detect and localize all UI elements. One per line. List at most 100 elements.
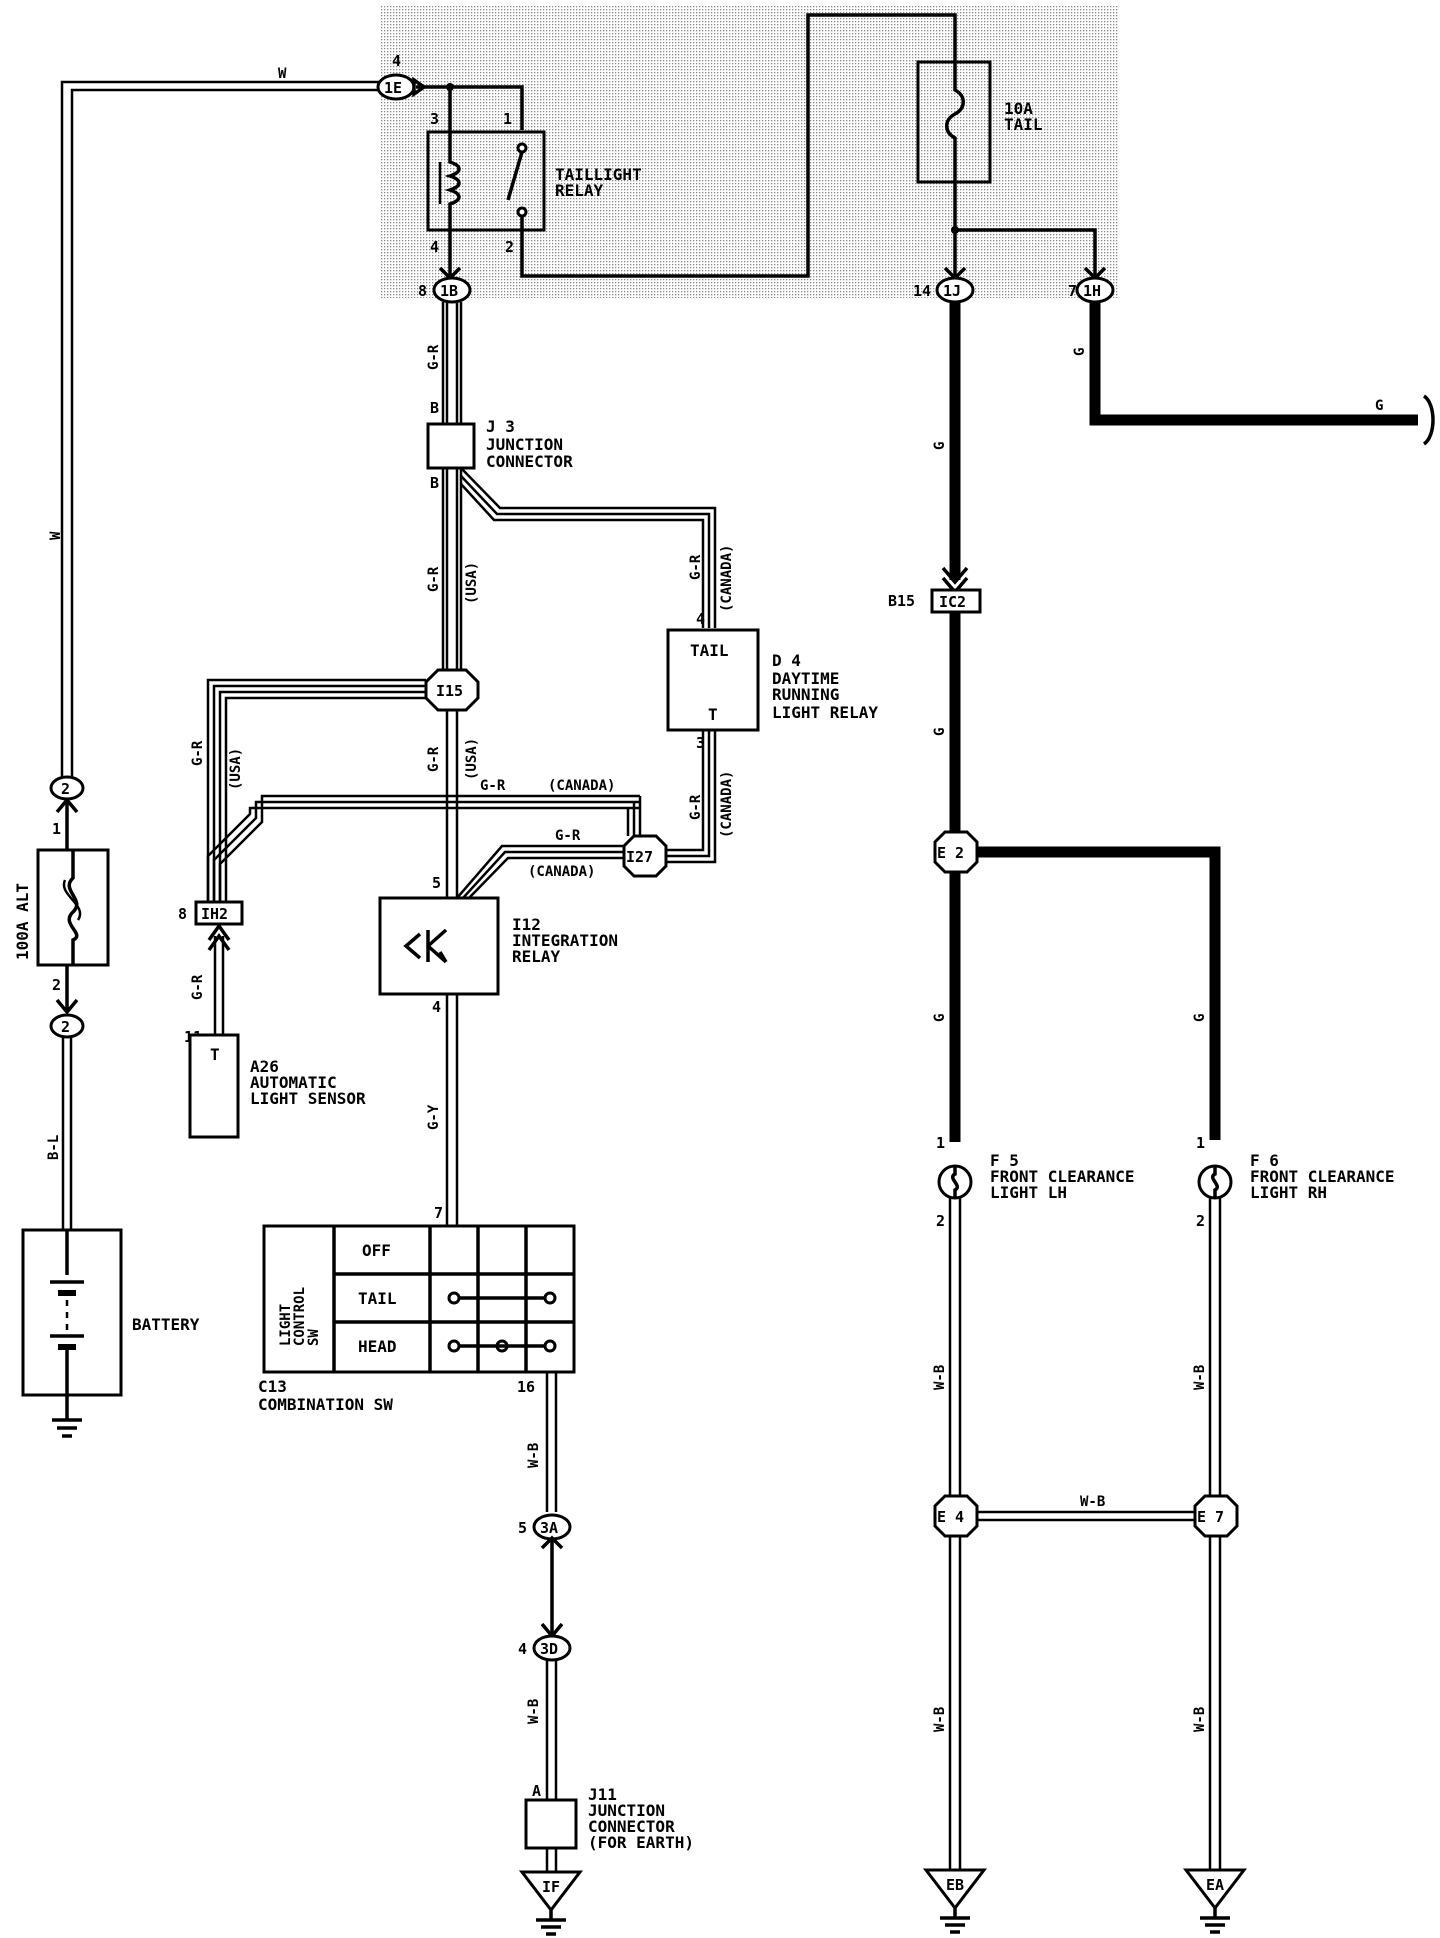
j11-label-1: J11 <box>588 1785 617 1804</box>
wire-color-bl: B-L <box>46 1135 62 1160</box>
c13-row-tail: TAIL <box>358 1289 397 1308</box>
c13-row-off: OFF <box>362 1241 391 1260</box>
pin-c13-top: 7 <box>434 1204 443 1222</box>
pin-j11: A <box>532 1782 541 1800</box>
pin-i12-bottom: 4 <box>432 998 441 1016</box>
f6-label-3: LIGHT RH <box>1250 1183 1327 1202</box>
pin-i12-top: 5 <box>432 874 441 892</box>
wire-color-g-5: G <box>932 1014 948 1022</box>
connector-ih2-label: IH2 <box>201 905 228 923</box>
d4-t-pin-label: T <box>708 705 718 724</box>
pin-f6-2: 2 <box>1196 1212 1205 1230</box>
f5-label-1: F 5 <box>990 1151 1019 1170</box>
wire-gr-canada-d4 <box>460 467 717 628</box>
f6-label-1: F 6 <box>1250 1151 1279 1170</box>
pin-f6-1: 1 <box>1196 1134 1205 1152</box>
fuse-100a-alt-label: 100A ALT <box>13 883 32 960</box>
pin-f5-2: 2 <box>936 1212 945 1230</box>
wire-color-w-left: W <box>48 531 64 540</box>
connector-1h-label: 1H <box>1083 282 1101 300</box>
pin-d4-top: 4 <box>696 610 705 628</box>
daytime-running-light-relay <box>666 628 760 732</box>
wire-note-canada-1: (CANADA) <box>719 545 735 612</box>
pin-d4-bottom: 3 <box>696 734 705 752</box>
pin-relay-3: 3 <box>430 110 439 128</box>
j3-label-3: CONNECTOR <box>486 452 573 471</box>
ground-ea-label: EA <box>1206 1876 1224 1894</box>
pin-3d: 4 <box>518 1640 527 1658</box>
pin-ic2: B15 <box>888 592 915 610</box>
d4-tail-pin-label: TAIL <box>690 641 729 660</box>
junction-connector-j3 <box>426 422 476 470</box>
ground-eb <box>922 1868 988 1911</box>
pin-relay-4: 4 <box>430 238 439 256</box>
j3-label-2: JUNCTION <box>486 435 563 454</box>
wire-color-wb-1: W-B <box>526 1443 542 1468</box>
connector-3d-label: 3D <box>540 1640 558 1658</box>
connector-i15 <box>424 668 480 712</box>
d4-label-1: D 4 <box>772 651 801 670</box>
pin-alt-1: 1 <box>52 820 61 838</box>
pin-c13-bottom: 16 <box>517 1378 535 1396</box>
connector-e4-label: E 4 <box>937 1508 964 1526</box>
battery-label: BATTERY <box>132 1315 200 1334</box>
c13-label-1: C13 <box>258 1377 287 1396</box>
wire-color-g-1: G <box>932 442 948 450</box>
wire-color-w-top: W <box>278 66 287 82</box>
connector-i15-label: I15 <box>436 682 463 700</box>
wire-note-canada-4: (CANADA) <box>528 864 595 880</box>
wire-color-gy: G-Y <box>426 1104 442 1130</box>
pin-relay-1: 1 <box>503 110 512 128</box>
taillight-relay-label-2: RELAY <box>555 181 604 200</box>
pin-alt-2: 2 <box>52 976 61 994</box>
wire-color-g-2: G <box>932 728 948 736</box>
i12-label-2: INTEGRATION <box>512 931 618 950</box>
connector-2-bottom <box>49 1013 85 1039</box>
wire-gr-canada-i12 <box>456 844 624 899</box>
f5-label-2: FRONT CLEARANCE <box>990 1167 1135 1186</box>
pin-3a: 5 <box>518 1519 527 1537</box>
wire-color-wb-7: W-B <box>1192 1707 1208 1732</box>
wire-color-gr-9: G-R <box>190 974 206 1000</box>
connector-e2 <box>933 830 979 874</box>
connector-1e-label: 1E <box>384 79 402 97</box>
connector-e2-label: E 2 <box>937 844 964 862</box>
connector-e4 <box>933 1494 979 1538</box>
pin-relay-2: 2 <box>505 238 514 256</box>
wire-color-g-6: G <box>1192 1014 1208 1022</box>
j11-label-2: JUNCTION <box>588 1801 665 1820</box>
connector-3a-label: 3A <box>540 1519 558 1537</box>
i12-label-3: RELAY <box>512 947 561 966</box>
taillight-relay <box>426 130 546 232</box>
connector-2-top-label: 2 <box>61 780 70 798</box>
d4-label-3: RUNNING <box>772 685 839 704</box>
wire-gr-usa <box>441 468 463 670</box>
junction-block-area <box>380 6 1118 298</box>
connector-1b-label: 1B <box>440 282 458 300</box>
d4-label-2: DAYTIME <box>772 669 839 688</box>
wire-gr-trunk <box>441 302 463 425</box>
wire-gr-usa-i12 <box>445 710 459 898</box>
wire-color-g-3: G <box>1072 348 1088 356</box>
c13-row-head: HEAD <box>358 1337 397 1356</box>
pin-1j: 14 <box>913 282 931 300</box>
ground-eb-label: EB <box>946 1876 964 1894</box>
pin-f5-1: 1 <box>936 1134 945 1152</box>
j11-label-3: CONNECTOR <box>588 1817 675 1836</box>
pin-j3-bottom: B <box>430 474 439 492</box>
wire-gr-usa-ih2 <box>206 678 426 902</box>
integration-relay <box>378 896 500 996</box>
wire-color-wb-2: W-B <box>526 1699 542 1724</box>
wire-color-gr-1: G-R <box>426 344 442 370</box>
ground-ea <box>1182 1868 1248 1911</box>
connector-3d <box>532 1634 572 1662</box>
fuse-10a-tail-label-2: TAIL <box>1004 115 1043 134</box>
wire-color-wb-4: W-B <box>1192 1365 1208 1390</box>
j3-label-1: J 3 <box>486 417 515 436</box>
f6-label-2: FRONT CLEARANCE <box>1250 1167 1395 1186</box>
wire-note-usa-3: (USA) <box>464 738 480 780</box>
c13-side-2: CONTROL <box>292 1287 308 1346</box>
c13-side-1: LIGHT <box>278 1304 294 1346</box>
ground-if <box>518 1870 584 1913</box>
pin-1e: 4 <box>392 52 401 70</box>
